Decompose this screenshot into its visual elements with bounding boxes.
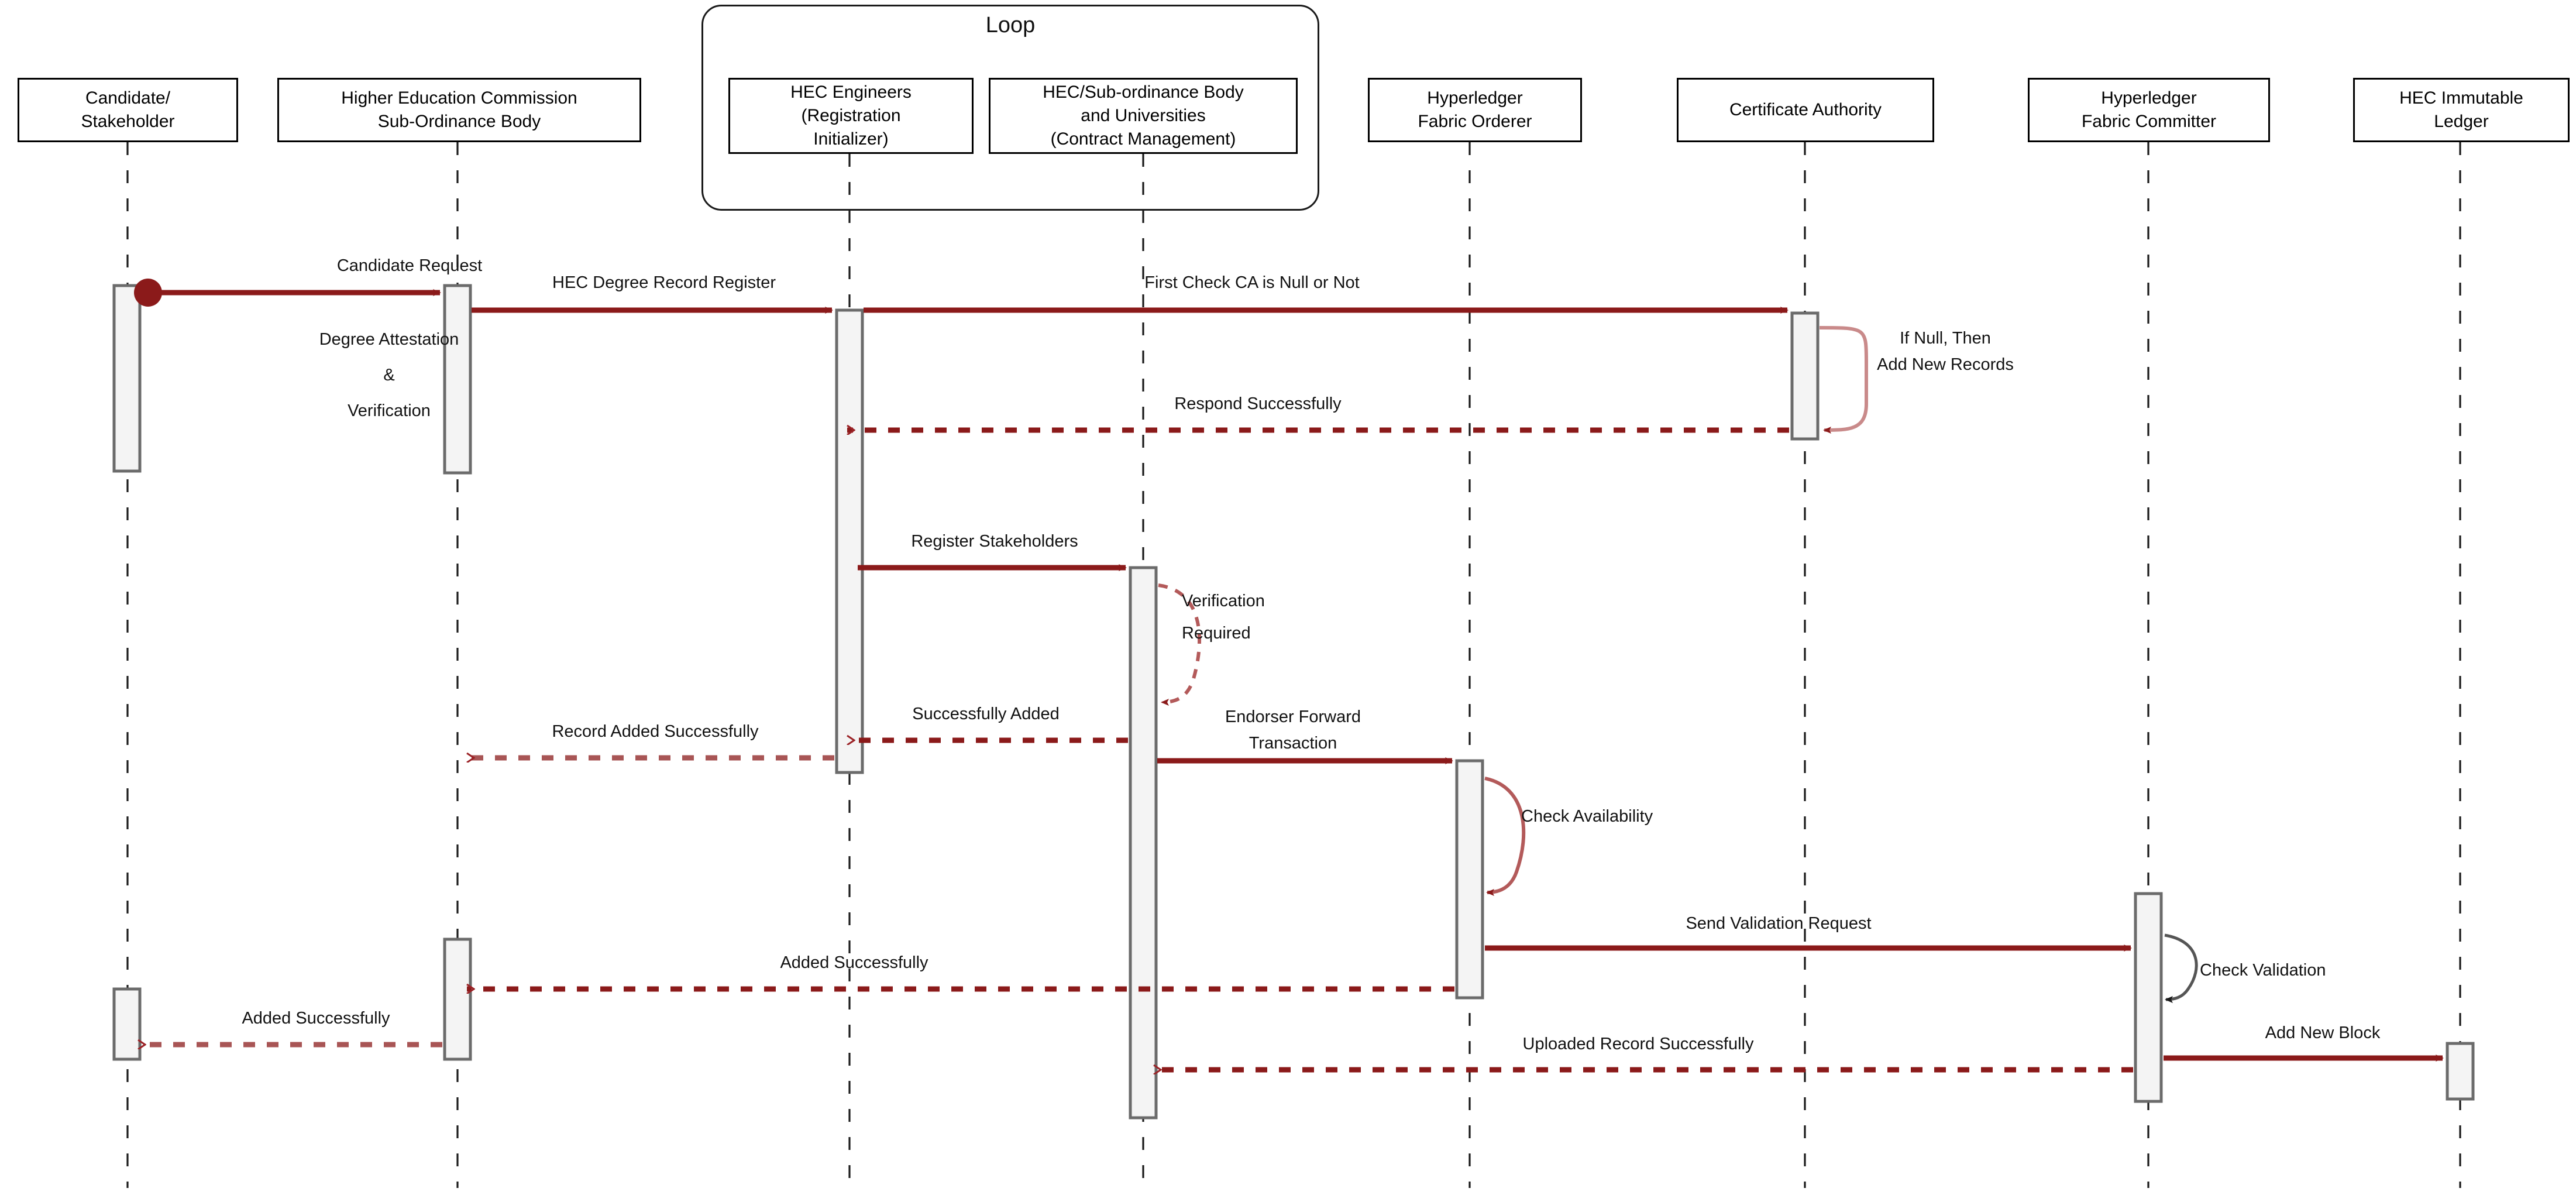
actor-box-certificate-authority[interactable]: Certificate Authority bbox=[1677, 78, 1934, 142]
actor-label-fabric-orderer: Hyperledger Fabric Orderer bbox=[1418, 88, 1532, 131]
actor-label-hec-immutable-ledger: HEC Immutable Ledger bbox=[2399, 88, 2523, 131]
message-label-added-successfully-orderer: Added Successfully bbox=[780, 953, 928, 972]
message-label-add-new-block: Add New Block bbox=[2265, 1024, 2381, 1042]
message-label-check-validation: Check Validation bbox=[2200, 961, 2326, 980]
message-label-candidate-request: Candidate Request bbox=[336, 256, 483, 275]
message-label-respond-successfully: Respond Successfully bbox=[1174, 394, 1342, 413]
actor-label-fabric-committer: Hyperledger Fabric Committer bbox=[2081, 88, 2217, 131]
loop-fragment-label: Loop bbox=[985, 13, 1036, 37]
activation-hec-eng-1 bbox=[835, 308, 864, 774]
actor-label-hec-universities: HEC/Sub-ordinance Body and Universities … bbox=[1043, 83, 1244, 149]
message-label-added-successfully-candidate: Added Successfully bbox=[242, 1009, 390, 1028]
message-selfloop-check-validation bbox=[2164, 933, 2198, 1003]
lifeline-group bbox=[126, 142, 2461, 1188]
actor-box-fabric-orderer[interactable]: Hyperledger Fabric Orderer bbox=[1368, 78, 1582, 142]
actor-box-hec-immutable-ledger[interactable]: HEC Immutable Ledger bbox=[2353, 78, 2570, 142]
actor-label-hec-engineers: HEC Engineers (Registration Initializer) bbox=[790, 83, 912, 149]
actor-label-certificate-authority: Certificate Authority bbox=[1729, 100, 1882, 120]
activation-bars bbox=[112, 284, 2475, 1120]
activation-hec-uni-1 bbox=[1129, 566, 1158, 1120]
activation-ca-1 bbox=[1790, 311, 1820, 441]
actor-box-candidate[interactable]: Candidate/ Stakeholder bbox=[18, 78, 238, 142]
loop-fragment-frame bbox=[701, 5, 1319, 211]
message-selfloop-verification-required bbox=[1158, 583, 1202, 706]
message-label-first-check-ca-null: First Check CA is Null or Not bbox=[1144, 273, 1360, 292]
message-label-check-availability: Check Availability bbox=[1521, 807, 1653, 826]
message-label-endorser-forward-transaction: Endorser Forward Transaction bbox=[1225, 708, 1361, 753]
actor-label-hec-sub-ordinance-body: Higher Education Commission Sub-Ordinanc… bbox=[341, 88, 577, 131]
message-label-record-added-successfully: Record Added Successfully bbox=[552, 722, 759, 741]
activation-ledger-1 bbox=[2446, 1042, 2475, 1101]
message-label-verification-required: Verification Required bbox=[1182, 592, 1265, 643]
message-selfloop-if-null-add-new-records bbox=[1819, 326, 1868, 434]
message-label-if-null-add-new-records: If Null, Then Add New Records bbox=[1877, 329, 2014, 374]
activation-orderer-1 bbox=[1455, 759, 1484, 1000]
message-selfloop-check-availability bbox=[1484, 777, 1526, 896]
message-label-hec-degree-record-register: HEC Degree Record Register bbox=[552, 273, 776, 292]
activation-hec-sob-1 bbox=[443, 284, 472, 475]
message-label-uploaded-record-successfully: Uploaded Record Successfully bbox=[1522, 1035, 1754, 1053]
actor-box-fabric-committer[interactable]: Hyperledger Fabric Committer bbox=[2028, 78, 2270, 142]
actor-box-hec-sub-ordinance-body[interactable]: Higher Education Commission Sub-Ordinanc… bbox=[277, 78, 641, 142]
actor-label-candidate: Candidate/ Stakeholder bbox=[81, 88, 175, 131]
actor-box-hec-universities[interactable]: HEC/Sub-ordinance Body and Universities … bbox=[989, 78, 1298, 154]
actor-box-hec-engineers[interactable]: HEC Engineers (Registration Initializer) bbox=[728, 78, 974, 154]
message-label-successfully-added: Successfully Added bbox=[912, 705, 1060, 723]
activation-committer-1 bbox=[2134, 892, 2163, 1103]
activation-candidate-2 bbox=[112, 987, 142, 1061]
activation-candidate-1 bbox=[112, 284, 142, 473]
message-label-degree-attestation-verification: Degree Attestation & Verification bbox=[319, 330, 459, 420]
message-label-register-stakeholders: Register Stakeholders bbox=[911, 532, 1078, 551]
activation-hec-sob-2 bbox=[443, 938, 472, 1061]
message-label-send-validation-request: Send Validation Request bbox=[1686, 914, 1872, 933]
